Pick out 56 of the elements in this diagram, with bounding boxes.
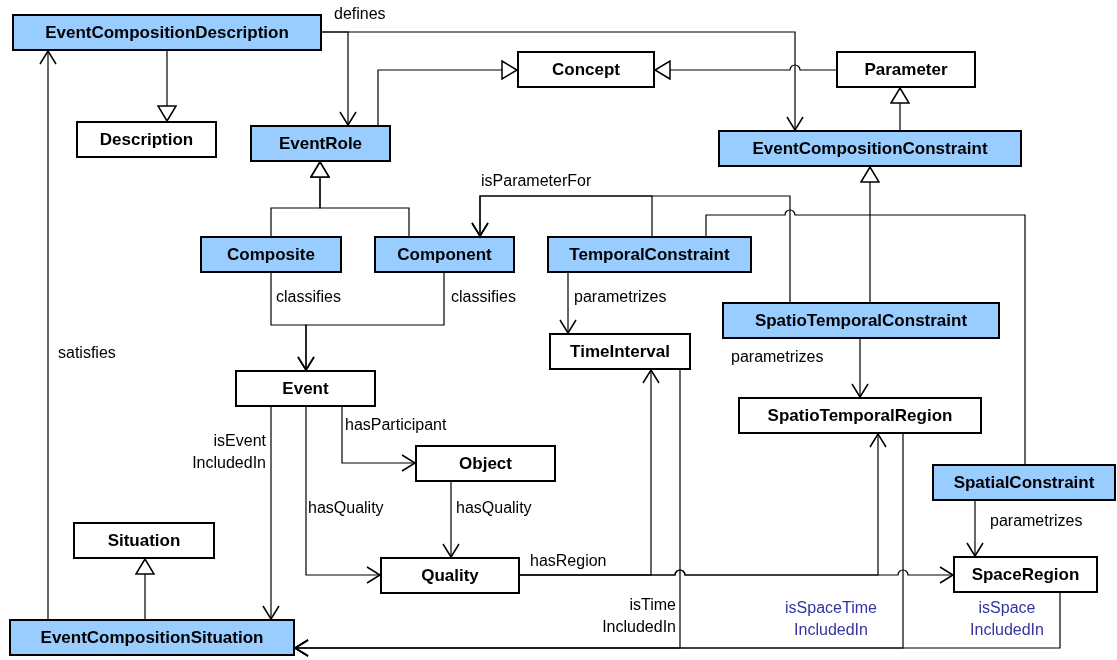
class-box: Component — [374, 236, 515, 273]
edge-label: parametrizes — [574, 287, 668, 307]
edge-label: isTime IncludedIn — [601, 595, 676, 637]
arrow — [471, 195, 791, 303]
edge-label: hasRegion — [530, 551, 608, 571]
class-box: Description — [76, 121, 217, 158]
arrow — [305, 406, 381, 584]
arrow — [851, 338, 869, 398]
edge-label: isParameterFor — [481, 171, 593, 191]
generalization-arrow — [310, 161, 410, 237]
arrow — [559, 272, 577, 334]
generalization-arrow — [377, 60, 518, 126]
arrow — [297, 272, 445, 371]
class-box: Parameter — [836, 51, 976, 88]
class-box: EventCompositionSituation — [9, 619, 295, 656]
generalization-arrow — [157, 50, 177, 122]
arrow — [262, 406, 280, 620]
generalization-arrow — [860, 166, 880, 303]
edge-label: hasQuality — [456, 498, 533, 518]
class-box: SpatioTemporalConstraint — [722, 302, 1000, 339]
arrow — [519, 566, 954, 584]
arrow — [321, 31, 804, 131]
connector-line — [705, 209, 1026, 465]
arrow — [39, 50, 57, 620]
edge-label: classifies — [276, 287, 342, 307]
edge-label: defines — [334, 4, 387, 24]
arrow — [442, 481, 460, 558]
class-box: Composite — [200, 236, 342, 273]
edge-label: classifies — [451, 287, 517, 307]
class-box: Event — [235, 370, 376, 407]
class-box: TemporalConstraint — [547, 236, 752, 273]
class-box: SpatioTemporalRegion — [738, 397, 982, 434]
class-box: Concept — [517, 51, 655, 88]
class-box: TimeInterval — [549, 333, 691, 370]
class-box: EventCompositionDescription — [12, 14, 322, 51]
edge-label: isSpace IncludedIn — [969, 598, 1045, 640]
edge-label: hasQuality — [308, 498, 385, 518]
generalization-arrow — [135, 558, 155, 620]
edge-label: parametrizes — [990, 511, 1084, 531]
edge-label: parametrizes — [731, 347, 825, 367]
arrow — [966, 500, 984, 557]
arrow — [294, 592, 1061, 657]
class-box: Situation — [73, 522, 215, 559]
arrow — [341, 406, 416, 472]
edge-label: hasParticipant — [345, 415, 448, 435]
generalization-arrow — [654, 60, 837, 80]
edge-label: isSpaceTime IncludedIn — [784, 598, 878, 640]
edge-label: isEvent IncludedIn — [191, 431, 266, 473]
generalization-arrow — [890, 87, 910, 131]
class-box: Object — [415, 445, 556, 482]
class-box: EventRole — [250, 125, 391, 162]
class-box: EventCompositionConstraint — [718, 130, 1022, 167]
edge-label: satisfies — [58, 343, 117, 363]
class-box: SpatialConstraint — [932, 464, 1116, 501]
class-box: Quality — [380, 557, 520, 594]
class-box: SpaceRegion — [953, 556, 1098, 593]
